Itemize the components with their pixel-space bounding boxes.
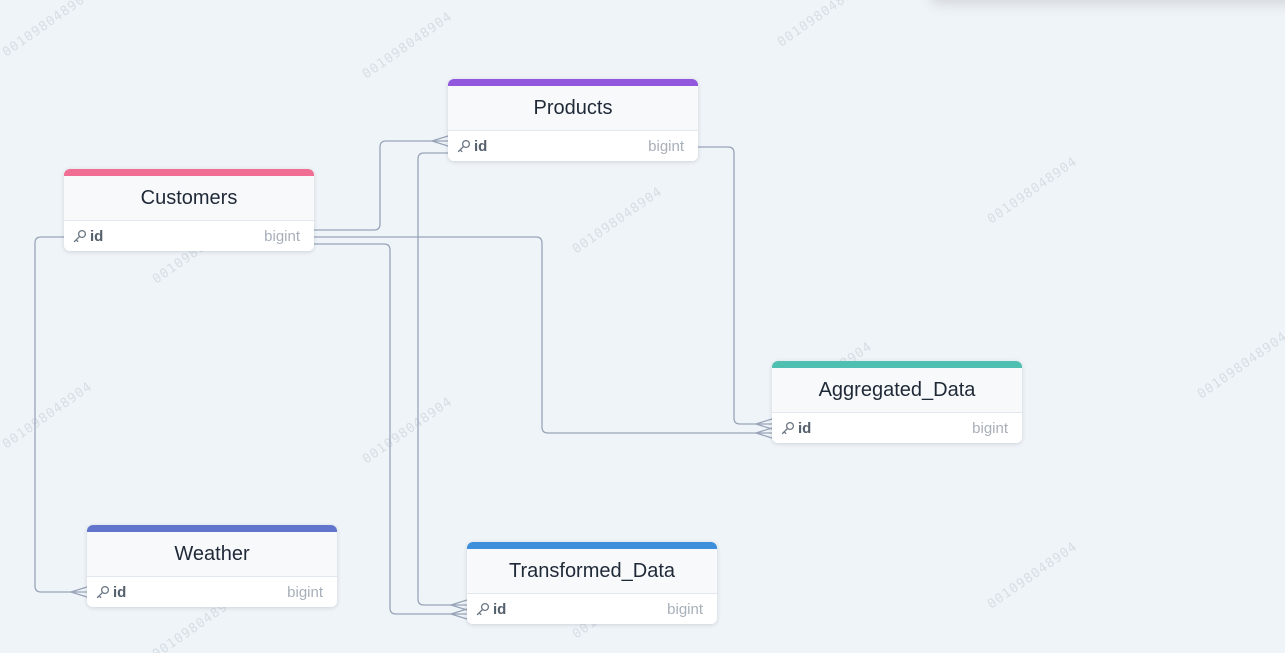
field-name: id [113,583,127,601]
table-accent-bar [772,361,1022,368]
watermark-text: 001098048904 [360,394,456,468]
edge-products-aggregated-data[interactable] [697,146,773,425]
table-title[interactable]: Products [448,86,698,131]
table-title[interactable]: Aggregated_Data [772,368,1022,413]
field-row-id[interactable]: id bigint [87,577,337,607]
table-products[interactable]: Products id bigint [448,79,698,161]
watermark-text: 001098048904 [985,154,1081,228]
key-icon [96,585,110,599]
table-title[interactable]: Customers [64,176,314,221]
key-icon [476,602,490,616]
key-icon [781,421,795,435]
edge-customers-products[interactable] [313,140,449,231]
field-type: bigint [264,227,300,245]
edge-products-transformed-data[interactable] [417,152,468,606]
watermark-text: 001098048904 [1195,329,1285,403]
field-type: bigint [287,583,323,601]
crowfoot-products [431,135,449,147]
table-weather[interactable]: Weather id bigint [87,525,337,607]
watermark-text: 001098048904 [570,184,666,258]
table-transformed-data[interactable]: Transformed_Data id bigint [467,542,717,624]
edge-customers-weather[interactable] [34,236,88,593]
crowfoot-transformed-data [450,599,468,620]
watermark-text: 001098048904 [0,379,96,453]
table-title[interactable]: Weather [87,532,337,577]
table-accent-bar [448,79,698,86]
table-accent-bar [64,169,314,176]
crowfoot-weather [70,586,88,598]
key-icon [73,229,87,243]
field-type: bigint [972,419,1008,437]
table-aggregated-data[interactable]: Aggregated_Data id bigint [772,361,1022,443]
watermark-text: 001098048904 [0,0,96,61]
table-accent-bar [467,542,717,549]
watermark-text: 001098048904 [775,0,871,51]
field-row-id[interactable]: id bigint [772,413,1022,443]
field-name: id [493,600,507,618]
field-name: id [798,419,812,437]
table-accent-bar [87,525,337,532]
table-customers[interactable]: Customers id bigint [64,169,314,251]
edge-customers-aggregated-data[interactable] [313,236,773,434]
watermark-text: 001098048904 [985,539,1081,613]
field-row-id[interactable]: id bigint [64,221,314,251]
field-row-id[interactable]: id bigint [448,131,698,161]
field-row-id[interactable]: id bigint [467,594,717,624]
key-icon [457,139,471,153]
field-type: bigint [648,137,684,155]
watermark-text: 001098048904 [360,9,456,83]
table-title[interactable]: Transformed_Data [467,549,717,594]
crowfoot-aggregated-data [755,418,773,439]
field-name: id [474,137,488,155]
field-type: bigint [667,600,703,618]
field-name: id [90,227,104,245]
